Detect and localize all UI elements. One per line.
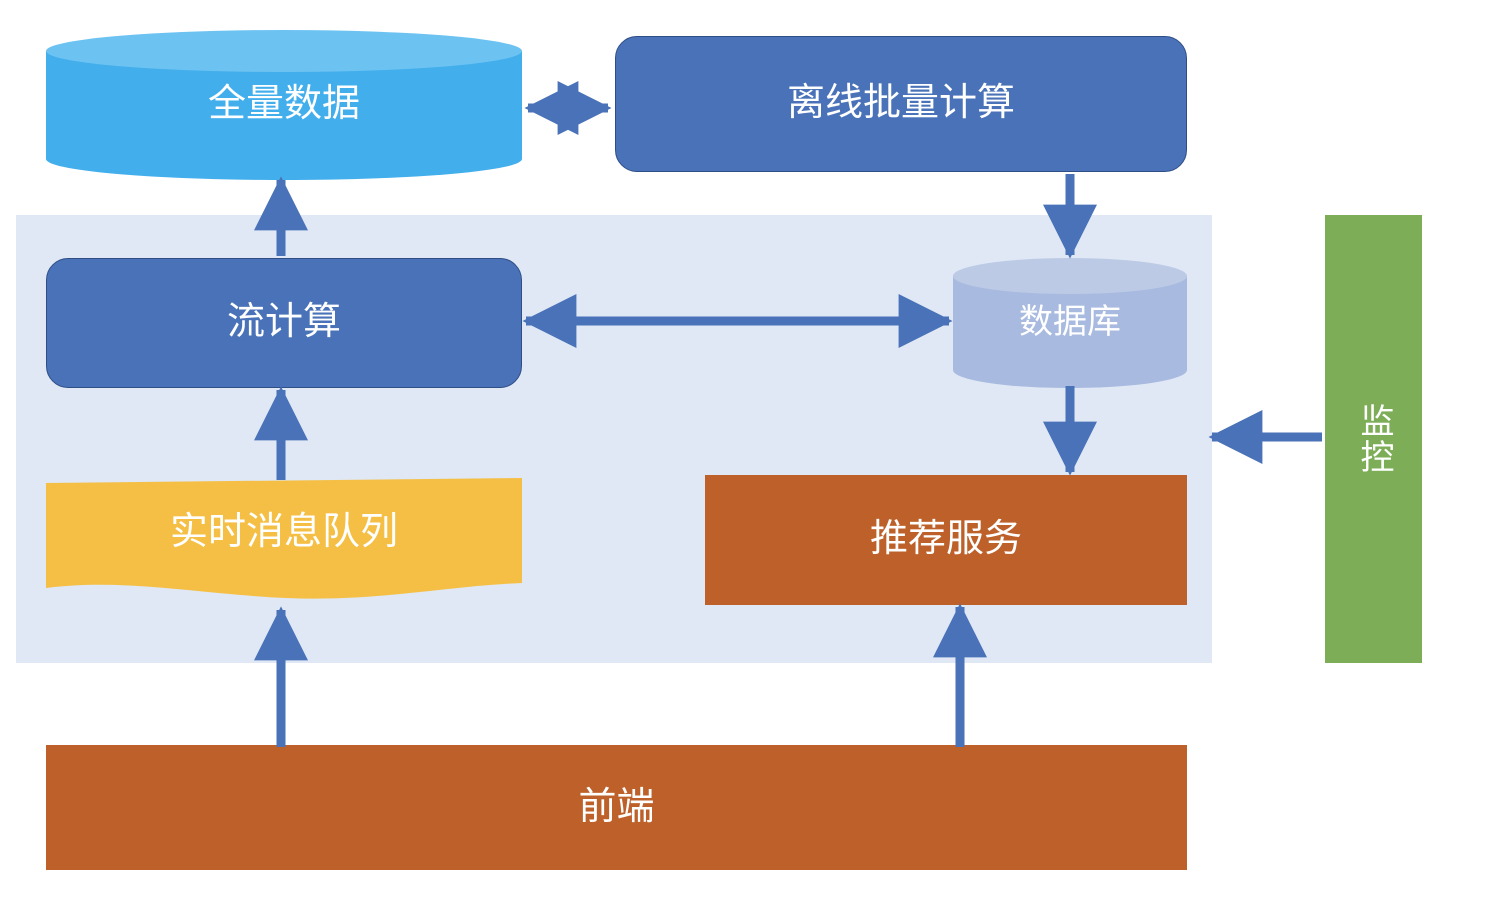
- node-stream-compute[interactable]: 流计算: [46, 258, 522, 388]
- node-monitoring[interactable]: 监控: [1325, 215, 1422, 663]
- db-cylinder-top-ellipse: [953, 258, 1187, 294]
- node-message-queue[interactable]: 实时消息队列: [46, 478, 522, 608]
- node-recommend-service[interactable]: 推荐服务: [705, 475, 1187, 605]
- cylinder-top-ellipse: [46, 30, 522, 72]
- node-recommend-service-label: 推荐服务: [869, 518, 1022, 561]
- node-offline-batch-compute[interactable]: 离线批量计算: [615, 36, 1187, 172]
- node-frontend-label: 前端: [578, 785, 655, 828]
- node-full-data[interactable]: 全量数据: [46, 30, 522, 180]
- node-monitoring-label: 监控: [1355, 403, 1394, 475]
- node-stream-compute-label: 流计算: [226, 301, 341, 344]
- wave-shape: [46, 478, 522, 599]
- node-database[interactable]: 数据库: [953, 258, 1187, 388]
- node-frontend[interactable]: 前端: [46, 745, 1187, 870]
- node-offline-batch-compute-label: 离线批量计算: [786, 82, 1015, 125]
